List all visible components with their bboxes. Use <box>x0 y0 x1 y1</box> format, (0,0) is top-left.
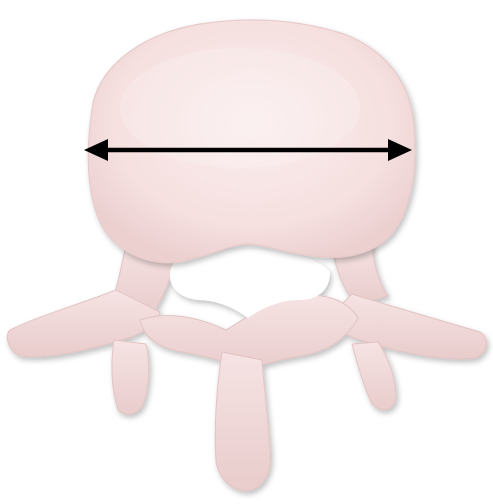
spinous-process <box>215 352 270 491</box>
posterior-arch <box>7 236 486 491</box>
right-articular-process <box>352 342 396 410</box>
left-articular-process <box>112 340 149 414</box>
